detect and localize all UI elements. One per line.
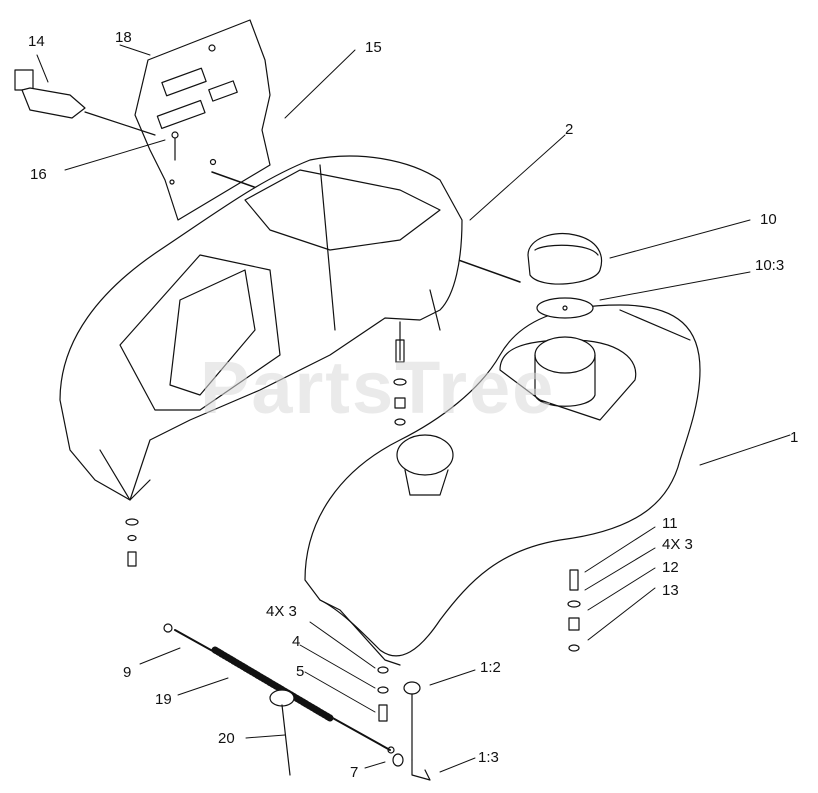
- fuel-line-fittings: [392, 681, 431, 781]
- fasteners-lower: [377, 666, 389, 722]
- callout-10: 10: [760, 211, 777, 228]
- callout-20: 20: [218, 730, 235, 747]
- callout-4x3-right: 4X 3: [662, 536, 693, 553]
- callout-2: 2: [565, 121, 574, 138]
- callout-16: 16: [30, 166, 47, 183]
- callout-10-3: 10:3: [755, 257, 785, 274]
- upper-body-shell: [59, 155, 463, 501]
- callout-14: 14: [28, 33, 45, 50]
- callout-1-3: 1:3: [478, 749, 499, 766]
- callout-15: 15: [365, 39, 382, 56]
- callout-4: 4: [292, 633, 301, 650]
- fasteners-right: [567, 569, 581, 652]
- watermark: PartsTree: [200, 346, 556, 429]
- fuel-cap: [527, 232, 603, 319]
- callout-18: 18: [115, 29, 132, 46]
- callout-5: 5: [296, 663, 305, 680]
- callout-1-2: 1:2: [480, 659, 501, 676]
- callout-1: 1: [790, 429, 799, 446]
- fasteners-left: [125, 518, 139, 567]
- callout-19: 19: [155, 691, 172, 708]
- callout-4x3-left: 4X 3: [266, 603, 297, 620]
- rod-and-spring: [163, 623, 395, 776]
- leader-lines: [36, 44, 791, 773]
- callout-9: 9: [123, 664, 132, 681]
- callout-7: 7: [350, 764, 359, 781]
- callout-12: 12: [662, 559, 679, 576]
- callout-11: 11: [662, 515, 678, 532]
- mounting-plate: [134, 19, 271, 221]
- callout-13: 13: [662, 582, 679, 599]
- lower-fuel-tank: [304, 304, 701, 666]
- fasteners-middle: [393, 321, 407, 426]
